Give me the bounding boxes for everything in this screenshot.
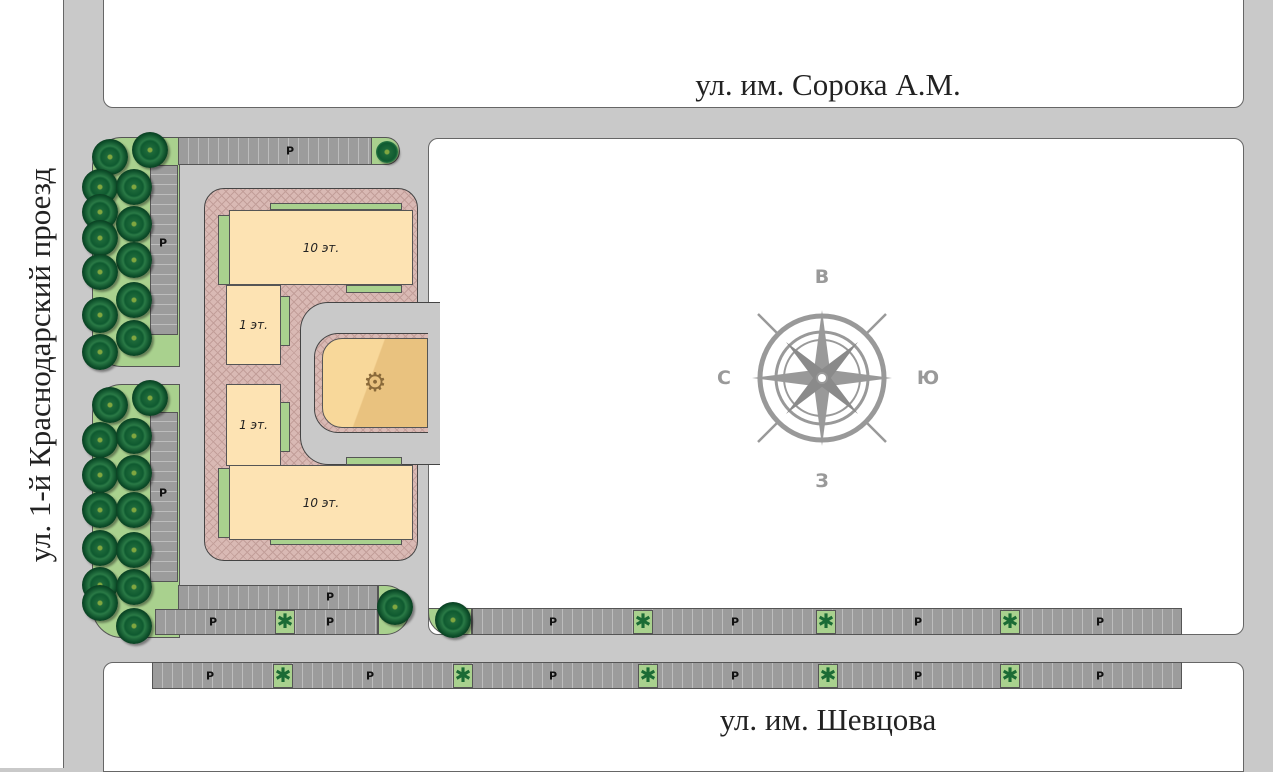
parking-label: P <box>325 590 335 604</box>
shrub-icon <box>638 664 658 688</box>
compass-label-south: З <box>815 470 829 492</box>
tree-icon <box>116 532 152 568</box>
tree-icon <box>82 530 118 566</box>
building-1-floor-south: 1 эт. <box>226 384 281 466</box>
parking-south-upper <box>178 585 378 610</box>
lawn <box>280 402 290 452</box>
compass-label-east: Ю <box>916 367 940 389</box>
lawn <box>346 285 402 293</box>
tree-icon <box>82 422 118 458</box>
tree-icon <box>116 492 152 528</box>
tree-icon <box>82 297 118 333</box>
tree-icon <box>116 169 152 205</box>
tree-icon <box>377 589 413 625</box>
tree-icon <box>82 492 118 528</box>
tree-icon <box>116 320 152 356</box>
tree-icon <box>435 602 471 638</box>
shrub-icon <box>273 664 293 688</box>
compass-rose-icon <box>752 310 892 446</box>
parking-south-lower <box>155 609 378 635</box>
tree-icon <box>116 608 152 644</box>
tree-icon <box>92 387 128 423</box>
shrub-icon <box>1000 664 1020 688</box>
parking-label: P <box>285 144 295 158</box>
lawn <box>270 203 402 210</box>
tree-icon <box>82 334 118 370</box>
parking-label: P <box>913 615 923 629</box>
parking-west-2 <box>150 412 178 582</box>
street-label-north: ул. им. Сорока А.М. <box>695 67 961 102</box>
lawn <box>280 296 290 346</box>
tree-icon <box>116 242 152 278</box>
tree-icon <box>116 206 152 242</box>
tree-icon <box>376 141 398 163</box>
parking-label: P <box>205 669 215 683</box>
tree-icon <box>132 380 168 416</box>
parking-label: P <box>913 669 923 683</box>
parking-north <box>178 137 372 165</box>
parking-label: P <box>158 236 168 250</box>
shrub-icon <box>275 610 295 634</box>
west-margin <box>0 0 64 768</box>
parking-label: P <box>548 615 558 629</box>
playground: ⚙ <box>322 338 428 428</box>
parking-label: P <box>208 615 218 629</box>
building-10-floor-north: 10 эт. <box>229 210 413 285</box>
parking-label: P <box>158 486 168 500</box>
street-label-west: ул. 1-й Краснодарский проезд <box>22 167 57 563</box>
parking-west-1 <box>150 165 178 335</box>
shrub-icon <box>816 610 836 634</box>
lawn <box>346 457 402 465</box>
compass-label-north: В <box>814 266 830 288</box>
building-10-floor-south: 10 эт. <box>229 465 413 540</box>
parking-label: P <box>730 615 740 629</box>
parking-label: P <box>1095 669 1105 683</box>
tree-icon <box>82 585 118 621</box>
shrub-icon <box>633 610 653 634</box>
tree-icon <box>116 569 152 605</box>
parking-label: P <box>548 669 558 683</box>
playground-equipment-icon: ⚙ <box>363 368 387 397</box>
parking-label: P <box>325 615 335 629</box>
shrub-icon <box>818 664 838 688</box>
street-label-south: ул. им. Шевцова <box>719 702 937 737</box>
tree-icon <box>82 457 118 493</box>
tree-icon <box>116 282 152 318</box>
shrub-icon <box>1000 610 1020 634</box>
parking-label: P <box>730 669 740 683</box>
tree-icon <box>82 220 118 256</box>
tree-icon <box>116 418 152 454</box>
building-1-floor-north: 1 эт. <box>226 285 281 365</box>
tree-icon <box>82 254 118 290</box>
parking-label: P <box>365 669 375 683</box>
shrub-icon <box>453 664 473 688</box>
north-block <box>103 0 1244 108</box>
tree-icon <box>132 132 168 168</box>
parking-street-row <box>152 662 1182 689</box>
compass-label-west: С <box>717 367 731 389</box>
tree-icon <box>116 455 152 491</box>
parking-label: P <box>1095 615 1105 629</box>
